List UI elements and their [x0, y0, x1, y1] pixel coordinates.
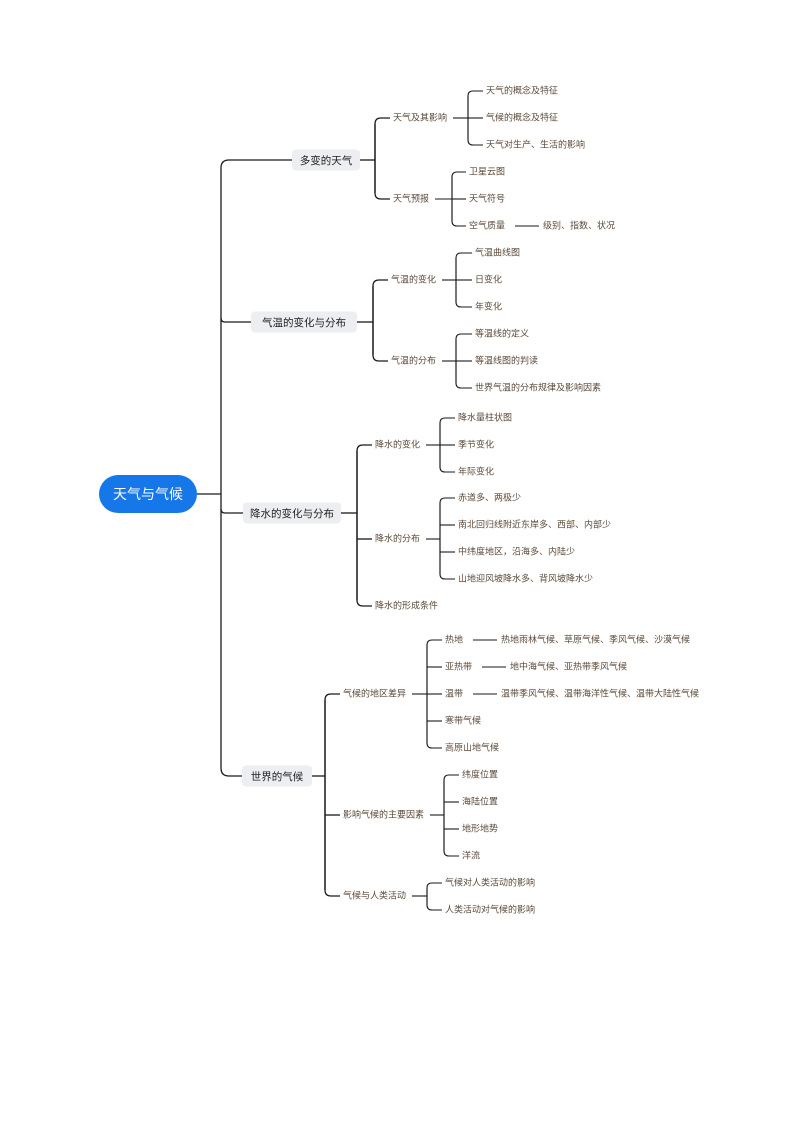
leaf-label: 山地迎风坡降水多、背风坡降水少 — [458, 573, 593, 585]
leaf-label: 气温曲线图 — [475, 247, 520, 259]
leaf-label: 年际变化 — [458, 466, 494, 478]
leaf-label: 天气符号 — [469, 193, 505, 205]
leaf-label: 卫星云图 — [469, 167, 505, 178]
root-label: 天气与气候 — [113, 487, 183, 503]
leaf-label: 天气的概念及特征 — [486, 85, 558, 97]
leaf-label: 人类活动对气候的影响 — [445, 904, 535, 916]
branch-label: 多变的天气 — [300, 154, 353, 167]
subtopic-label: 气温的变化 — [391, 274, 436, 286]
leaf-label: 热地 — [445, 634, 463, 646]
branch-node[interactable]: 气温的变化与分布 — [251, 311, 357, 333]
leaf-label: 年变化 — [475, 301, 502, 313]
leaf-label: 世界气温的分布规律及影响因素 — [475, 382, 601, 394]
leaf-label: 等温线的定义 — [475, 328, 529, 340]
leaf-label: 天气对生产、生活的影响 — [486, 139, 585, 151]
leaf-detail-label: 热地雨林气候、草原气候、季风气候、沙漠气候 — [501, 634, 690, 646]
leaf-label: 洋流 — [462, 850, 480, 862]
leaf-label: 寒带气候 — [445, 715, 481, 727]
leaf-label: 南北回归线附近东岸多、西部、内部少 — [458, 519, 611, 531]
leaf-label: 纬度位置 — [462, 769, 498, 781]
leaf-label: 气候对人类活动的影响 — [445, 877, 535, 889]
leaf-label: 亚热带 — [445, 661, 472, 673]
leaf-detail-label: 地中海气候、亚热带季风气候 — [510, 661, 627, 673]
leaf-detail-label: 级别、指数、状况 — [543, 220, 615, 232]
subtopic-label: 影响气候的主要因素 — [343, 809, 424, 821]
leaf-label: 高原山地气候 — [445, 742, 499, 754]
branch-label: 气温的变化与分布 — [262, 316, 346, 329]
leaf-detail-label: 温带季风气候、温带海洋性气候、温带大陆性气候 — [501, 688, 699, 700]
leaf-label: 赤道多、两极少 — [458, 492, 521, 504]
leaf-label: 气候的概念及特征 — [486, 112, 558, 124]
leaf-label: 温带 — [445, 689, 463, 700]
leaf-label: 日变化 — [475, 274, 502, 286]
leaf-label: 地形地势 — [462, 823, 498, 835]
subtopic-label: 气温的分布 — [391, 355, 436, 367]
subtopic-label: 天气及其影响 — [393, 112, 447, 124]
subtopic-label: 气候与人类活动 — [343, 890, 406, 902]
leaf-label: 季节变化 — [458, 439, 494, 451]
leaf-label: 等温线图的判读 — [475, 355, 538, 367]
subtopic-label: 气候的地区差异 — [343, 688, 406, 700]
branch-node[interactable]: 降水的变化与分布 — [243, 502, 341, 524]
branch-node[interactable]: 多变的天气 — [292, 149, 360, 171]
subtopic-label: 天气预报 — [393, 193, 429, 205]
root-node[interactable]: 天气与气候 — [99, 475, 197, 513]
subtopic-label: 降水的形成条件 — [375, 600, 438, 612]
subtopic-label: 降水的变化 — [375, 439, 420, 451]
branch-node[interactable]: 世界的气候 — [242, 765, 312, 787]
subtopic-label: 降水的分布 — [375, 533, 420, 545]
leaf-label: 海陆位置 — [462, 796, 498, 808]
branch-label: 降水的变化与分布 — [250, 507, 334, 520]
leaf-label: 降水量柱状图 — [458, 412, 512, 424]
leaf-label: 中纬度地区，沿海多、内陆少 — [458, 546, 575, 558]
branch-label: 世界的气候 — [251, 770, 304, 783]
leaf-label: 空气质量 — [469, 220, 505, 232]
